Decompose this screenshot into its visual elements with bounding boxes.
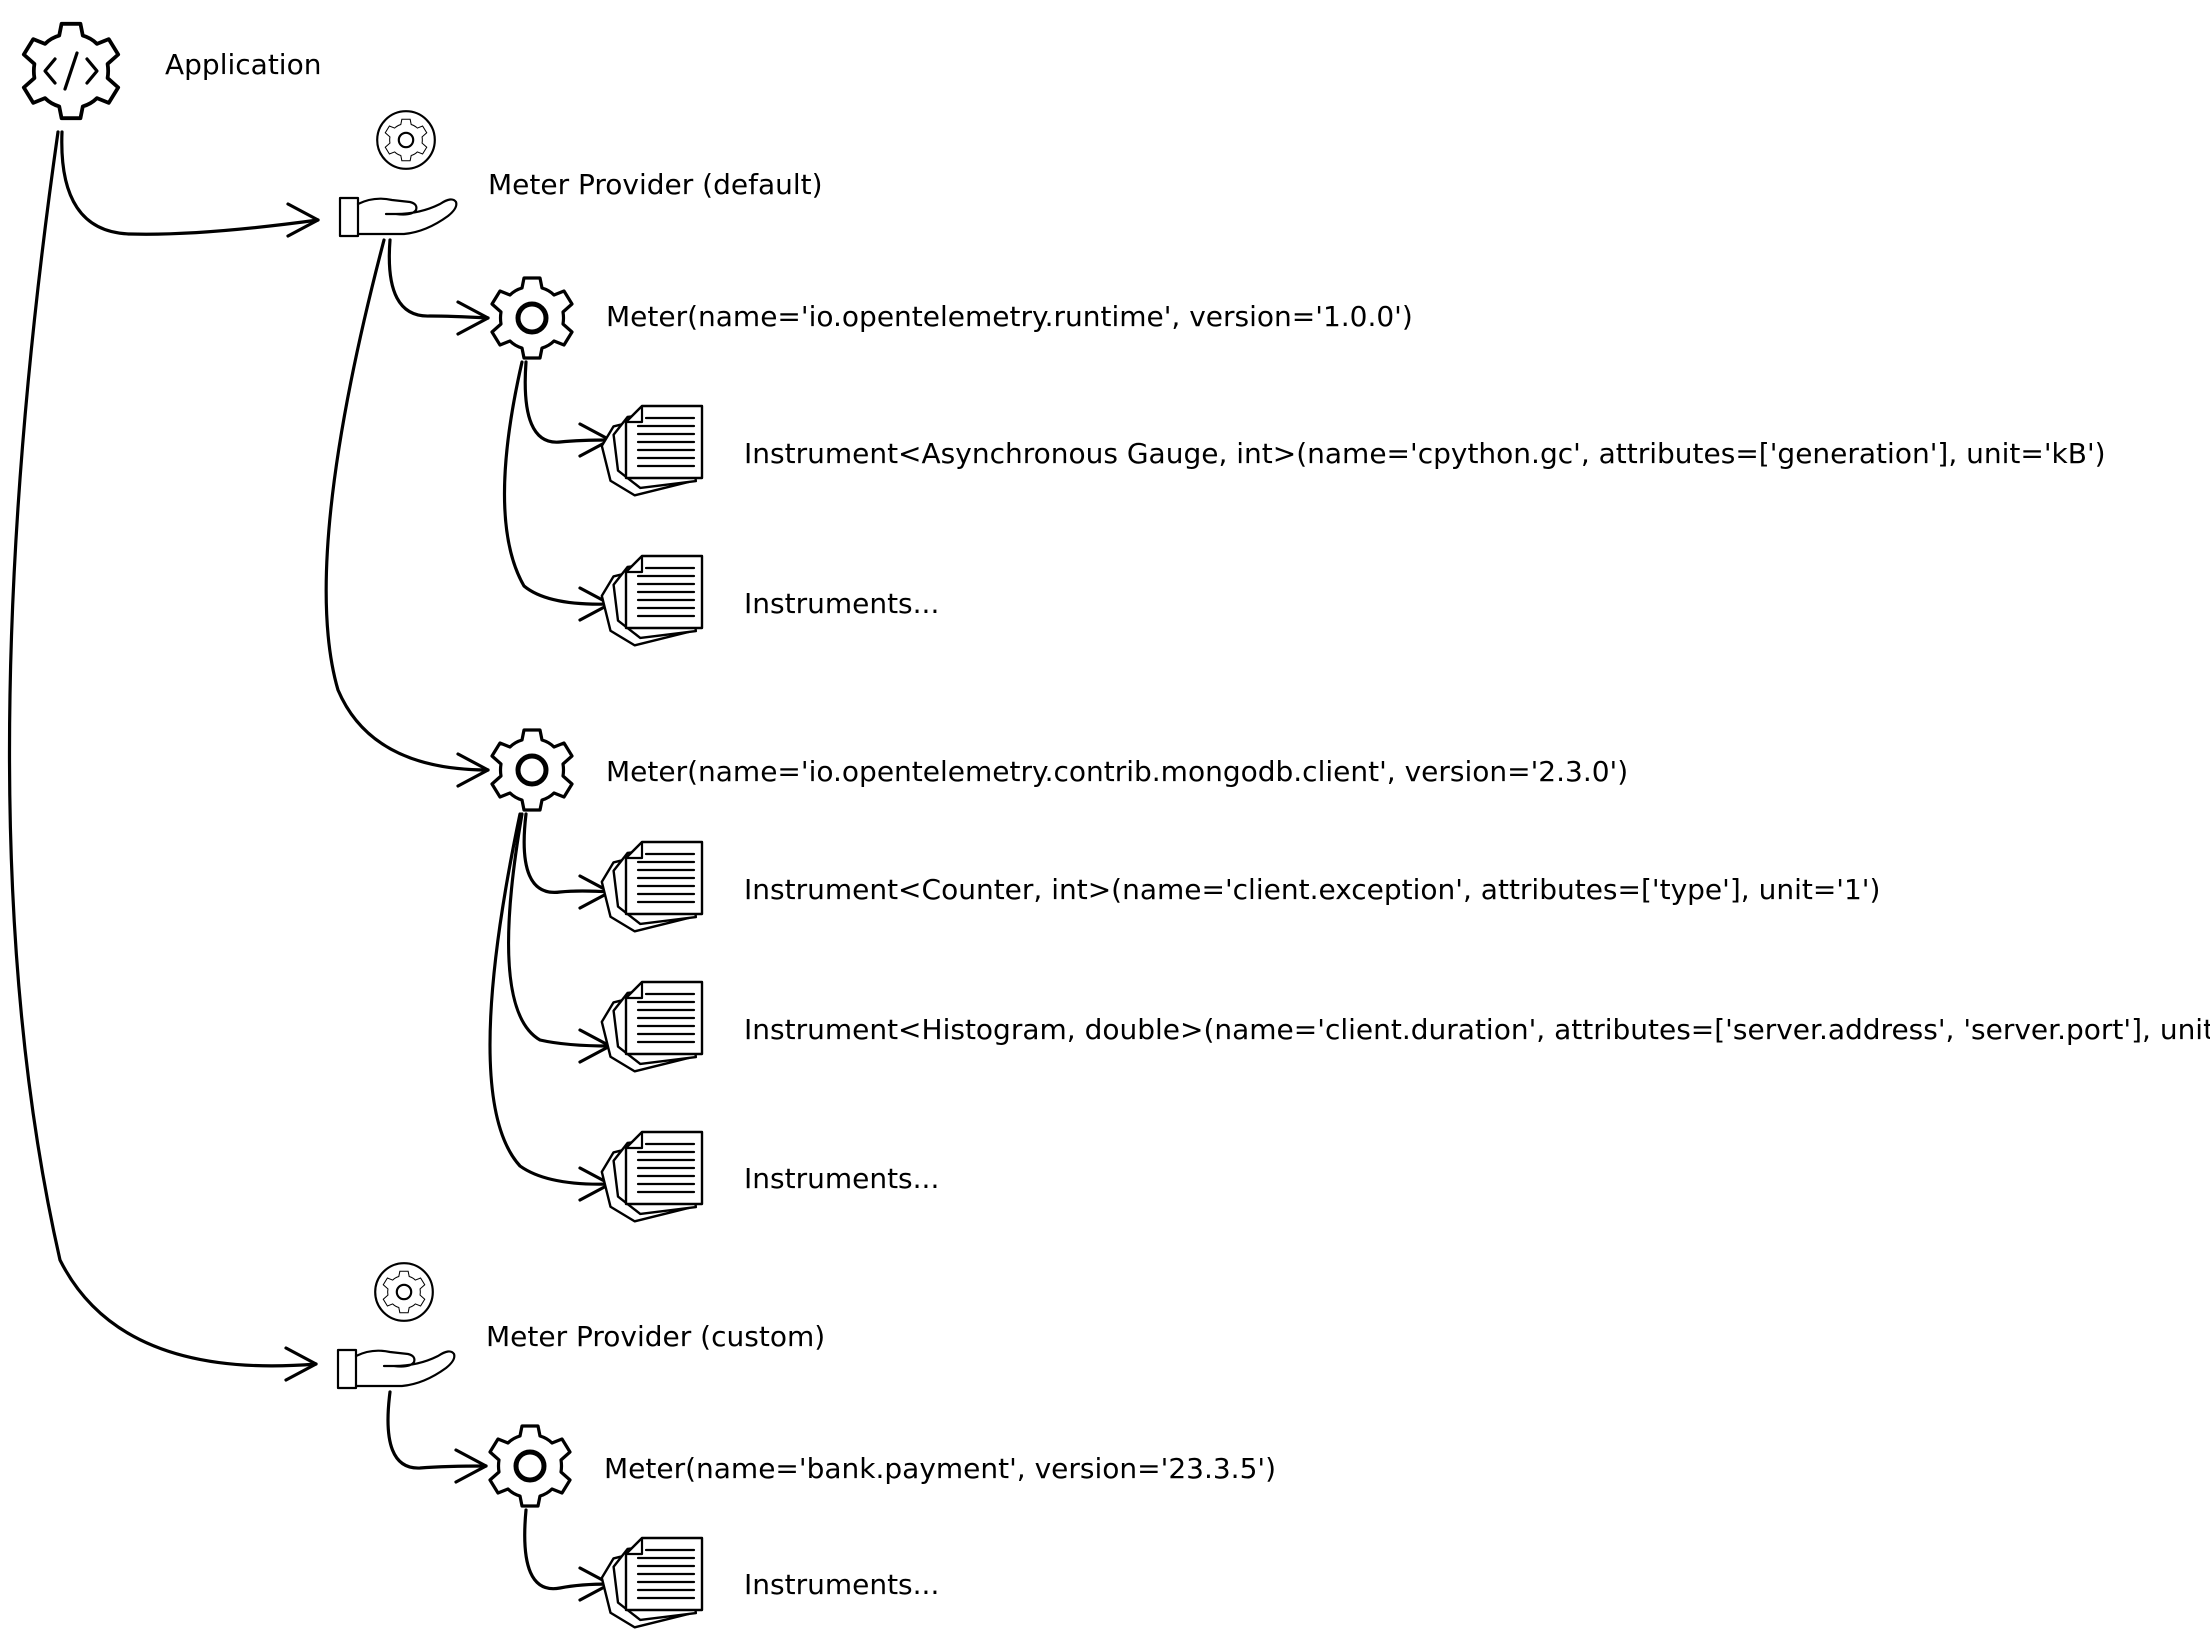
bank-to-more-connector [523,1508,612,1591]
app-to-default-connector [60,130,320,236]
connector-lines [7,130,612,1602]
instrument-client-exception: Instrument<Counter, int>(name='client.ex… [596,840,1880,938]
custom-to-bank-connector [386,1390,488,1470]
documents-stack-icon [596,840,704,938]
meter-bank-payment: Meter(name='bank.payment', version='23.3… [490,1426,1276,1506]
mongodb-to-more-connector [488,812,612,1186]
instrument-more-mongodb: Instruments... [596,1130,939,1228]
app-to-custom-connector [7,130,318,1368]
instrument-more-bank: Instruments... [596,1536,939,1634]
custom-to-bank-arrowhead [454,1448,488,1484]
instrument-cpython-gc: Instrument<Asynchronous Gauge, int>(name… [596,404,2106,502]
documents-stack-icon [596,1536,704,1634]
mongodb-to-duration-connector [506,812,612,1048]
code-gear-icon [24,24,118,118]
meter-mongodb-label: Meter(name='io.opentelemetry.contrib.mon… [606,755,1628,788]
runtime-to-more-connector [502,360,612,606]
meter-bank-payment-label: Meter(name='bank.payment', version='23.3… [604,1452,1276,1485]
instrument-label: Instruments... [744,587,939,620]
meter-provider-default-label: Meter Provider (default) [488,168,823,201]
default-to-mongodb-connector [324,238,490,772]
meter-provider-custom-label: Meter Provider (custom) [486,1320,825,1353]
meter-runtime-label: Meter(name='io.opentelemetry.runtime', v… [606,300,1413,333]
instrument-label: Instruments... [744,1568,939,1601]
runtime-to-gc-connector [523,360,612,444]
application-label: Application [165,48,321,81]
hand-holding-gear-icon [340,111,456,236]
instrument-label: Instrument<Asynchronous Gauge, int>(name… [744,437,2106,470]
documents-stack-icon [596,404,704,502]
instrument-label: Instrument<Counter, int>(name='client.ex… [744,873,1880,906]
meter-runtime: Meter(name='io.opentelemetry.runtime', v… [492,278,1413,358]
default-to-runtime-connector [387,238,490,320]
meter-provider-custom: Meter Provider (custom) [338,1263,825,1388]
hand-holding-gear-icon [338,1263,454,1388]
gear-icon [492,278,572,358]
instrument-label: Instruments... [744,1162,939,1195]
instrument-client-duration: Instrument<Histogram, double>(name='clie… [596,980,2210,1078]
application-node: Application [24,24,321,118]
app-to-custom-arrowhead [284,1346,318,1382]
app-to-default-arrowhead [286,202,320,238]
meter-provider-default: Meter Provider (default) [340,111,823,236]
meter-mongodb-client: Meter(name='io.opentelemetry.contrib.mon… [492,730,1628,810]
default-to-runtime-arrowhead [456,300,490,336]
documents-stack-icon [596,554,704,652]
gear-icon [492,730,572,810]
instrument-label: Instrument<Histogram, double>(name='clie… [744,1013,2210,1046]
mongodb-to-exception-connector [522,812,612,894]
documents-stack-icon [596,1130,704,1228]
instrument-more-runtime: Instruments... [596,554,939,652]
default-to-mongodb-arrowhead [456,752,490,788]
gear-icon [490,1426,570,1506]
documents-stack-icon [596,980,704,1078]
